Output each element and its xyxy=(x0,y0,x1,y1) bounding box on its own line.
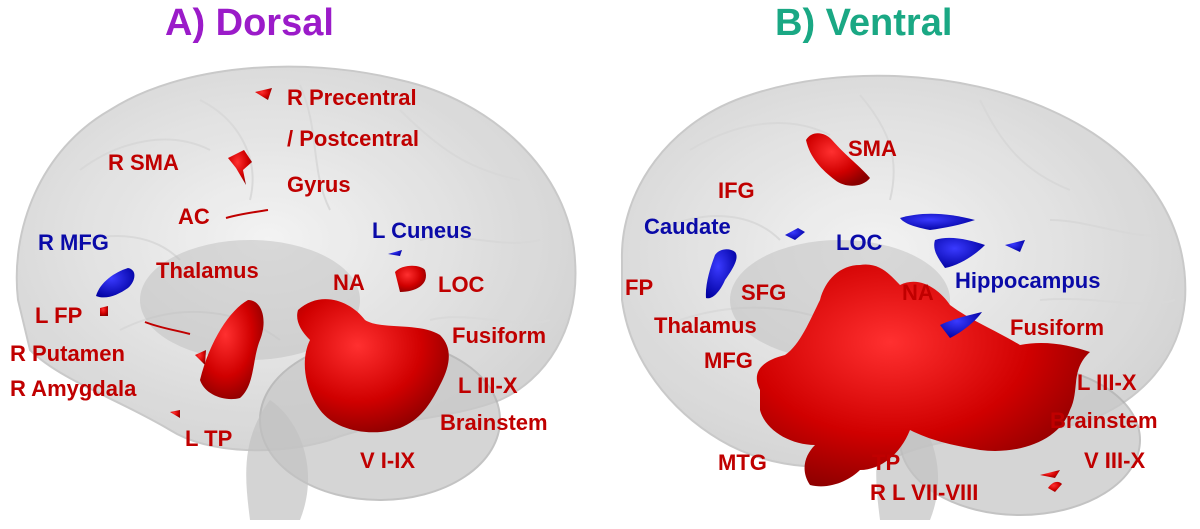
label-l-cuneus: L Cuneus xyxy=(372,218,472,243)
label-brainstem: Brainstem xyxy=(440,410,548,435)
panel-b-title: B) Ventral xyxy=(775,2,953,44)
label-ifg: IFG xyxy=(718,178,755,203)
panel-ventral: B) Ventral SMA IFG Caudate LOC FP SFG NA… xyxy=(600,0,1200,529)
blue-activations xyxy=(705,213,1025,338)
label-v-iii-x: V III-X xyxy=(1084,448,1146,473)
label-l-iii-x: L III-X xyxy=(458,373,518,398)
label-r-precentral: R Precentral xyxy=(287,85,417,110)
label-thalamus: Thalamus xyxy=(654,313,757,338)
label-r-putamen: R Putamen xyxy=(10,341,125,366)
gyri-lines xyxy=(59,84,551,341)
label-l-tp: L TP xyxy=(185,426,233,451)
label-r-sma: R SMA xyxy=(108,150,179,175)
label-postcentral: / Postcentral xyxy=(287,126,420,151)
label-l-fp: L FP xyxy=(35,303,83,328)
label-gyrus: Gyrus xyxy=(287,172,351,197)
label-caudate: Caudate xyxy=(644,214,731,239)
panel-a-title: A) Dorsal xyxy=(165,2,334,44)
blue-activations xyxy=(96,250,402,298)
label-ac: AC xyxy=(178,204,210,229)
label-v-i-ix: V I-IX xyxy=(360,448,416,473)
label-hippocampus: Hippocampus xyxy=(955,268,1101,293)
label-mfg: MFG xyxy=(704,348,753,373)
panel-dorsal: A) Dorsal R Precentral / Postcentral Gyr… xyxy=(10,2,577,520)
brain-ventral-render xyxy=(620,74,1187,520)
label-brainstem: Brainstem xyxy=(1050,408,1158,433)
label-loc: LOC xyxy=(438,272,485,297)
label-tp: TP xyxy=(872,450,901,475)
label-loc: LOC xyxy=(836,230,883,255)
label-r-amygdala: R Amygdala xyxy=(10,376,137,401)
label-fp: FP xyxy=(625,275,654,300)
brain-dorsal-render xyxy=(15,65,577,520)
label-fusiform: Fusiform xyxy=(452,323,547,348)
red-activations xyxy=(100,88,449,433)
label-sfg: SFG xyxy=(741,280,787,305)
label-thalamus: Thalamus xyxy=(156,258,259,283)
label-sma: SMA xyxy=(848,136,897,161)
brainstem-shape xyxy=(246,400,309,520)
label-na: NA xyxy=(333,270,365,295)
label-mtg: MTG xyxy=(718,450,767,475)
label-l-iii-x: L III-X xyxy=(1077,370,1137,395)
label-fusiform: Fusiform xyxy=(1010,315,1105,340)
label-r-l-vii-viii: R L VII-VIII xyxy=(870,480,979,505)
label-na: NA xyxy=(902,280,934,305)
label-r-mfg: R MFG xyxy=(38,230,109,255)
red-activations xyxy=(756,133,1090,492)
